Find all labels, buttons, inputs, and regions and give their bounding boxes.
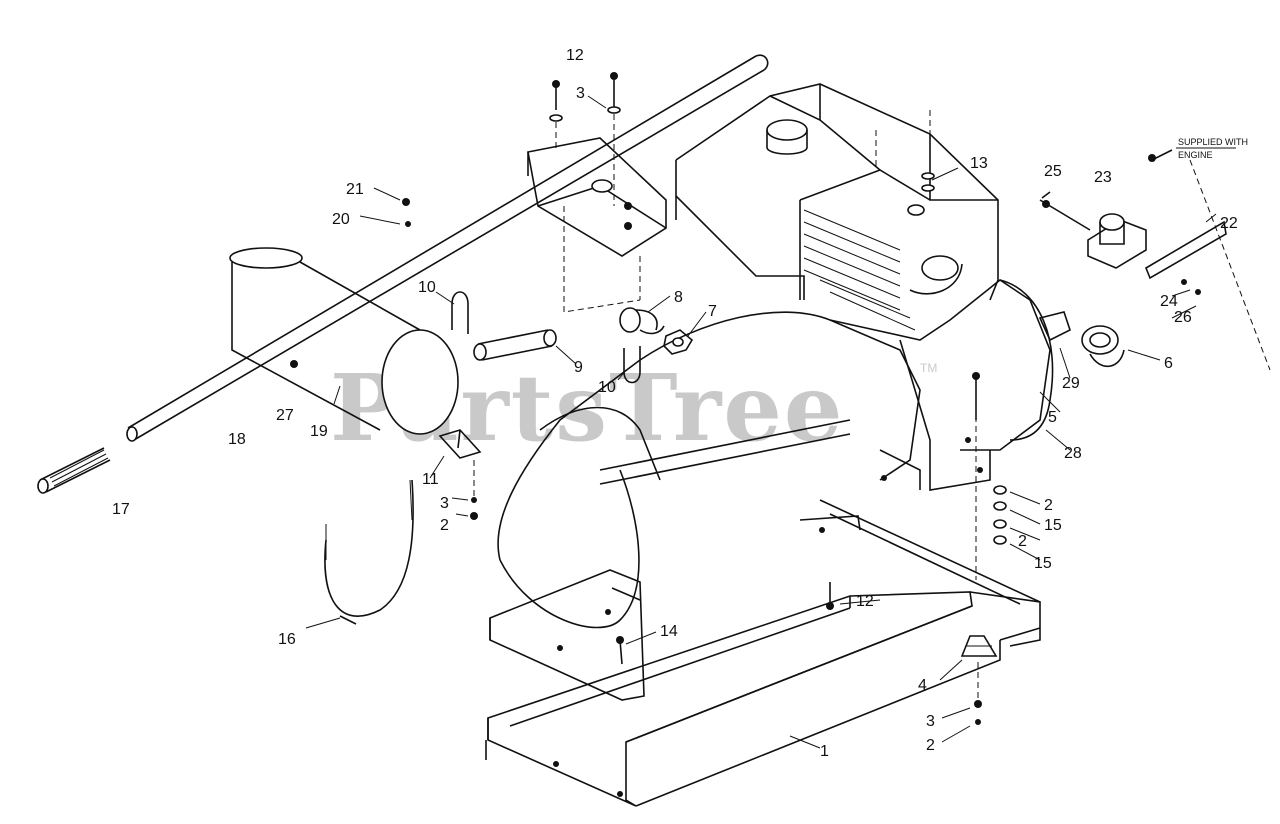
callout-labels: 1 2 2 2 2 3 3 3 4 5 6 7 8 9 10 10 11 12 …	[112, 47, 1238, 760]
callout-20: 20	[332, 211, 350, 228]
callout-13: 13	[970, 155, 988, 172]
callout-29: 29	[1062, 375, 1080, 392]
callout-6: 6	[1164, 355, 1173, 372]
callout-24: 24	[1160, 293, 1178, 310]
callout-9: 9	[574, 359, 583, 376]
recoil-starter	[999, 279, 1125, 441]
callout-3: 3	[440, 495, 449, 512]
callout-12: 12	[566, 47, 584, 64]
callout-4: 4	[918, 677, 927, 694]
callout-10: 10	[418, 279, 436, 296]
chute	[229, 247, 459, 435]
hardware	[402, 72, 1051, 725]
handle-bar	[126, 54, 769, 442]
callout-3: 3	[926, 713, 935, 730]
upper-bracket	[527, 137, 667, 313]
supplied-with-engine-note: SUPPLIED WITH ENGINE	[1176, 137, 1271, 371]
callout-2: 2	[926, 737, 935, 754]
callout-11: 11	[422, 471, 439, 488]
throttle-cable	[324, 479, 414, 625]
base-frame	[485, 499, 1041, 807]
callout-28: 28	[1064, 445, 1082, 462]
callout-12: 12	[856, 593, 874, 610]
callout-16: 16	[278, 631, 296, 648]
callout-14: 14	[660, 623, 678, 640]
callout-15: 15	[1044, 517, 1062, 534]
callout-23: 23	[1094, 169, 1112, 186]
callout-25: 25	[1044, 163, 1062, 180]
callout-10: 10	[598, 379, 616, 396]
callout-26: 26	[1174, 309, 1192, 326]
fuel-fittings	[473, 307, 694, 361]
hand-grip	[37, 447, 111, 494]
callout-5: 5	[1048, 409, 1057, 426]
callout-17: 17	[112, 501, 130, 518]
callout-18: 18	[228, 431, 246, 448]
callout-7: 7	[708, 303, 717, 320]
blower-housing	[489, 311, 921, 701]
watermark-trademark: TM	[920, 361, 937, 375]
note-line-2: ENGINE	[1178, 150, 1213, 160]
callout-2: 2	[440, 517, 449, 534]
callout-21: 21	[346, 181, 364, 198]
callout-2: 2	[1044, 497, 1053, 514]
leader-lines	[305, 95, 1217, 749]
callout-2: 2	[1018, 533, 1027, 550]
callout-19: 19	[310, 423, 328, 440]
callout-27: 27	[276, 407, 294, 424]
callout-1: 1	[820, 743, 829, 760]
callout-8: 8	[674, 289, 683, 306]
ignition-switch	[1039, 149, 1227, 295]
callout-15: 15	[1034, 555, 1052, 572]
note-line-1: SUPPLIED WITH	[1178, 137, 1248, 147]
callout-22: 22	[1220, 215, 1238, 232]
callout-3: 3	[576, 85, 585, 102]
